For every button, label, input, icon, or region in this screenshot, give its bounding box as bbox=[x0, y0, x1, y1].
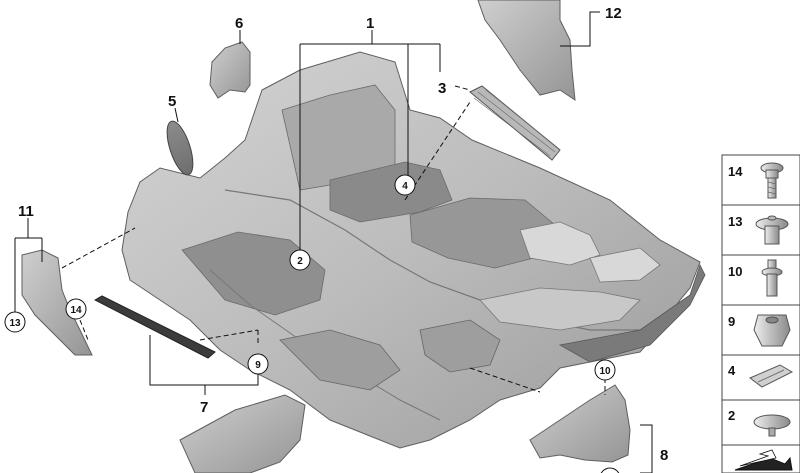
callout-8: 8 bbox=[660, 447, 668, 464]
circled-callout-13: 13 bbox=[4, 311, 26, 333]
floor-panel bbox=[179, 394, 306, 473]
svg-text:13: 13 bbox=[9, 318, 21, 329]
screw-icon bbox=[760, 162, 784, 199]
arrow-icon bbox=[734, 449, 793, 471]
svg-text:2: 2 bbox=[728, 408, 735, 423]
legend-cell-10: 10 bbox=[721, 254, 800, 306]
legend-cell-2: 2 bbox=[721, 399, 800, 446]
callout-labels: 1 3 5 6 7 8 11 12 bbox=[18, 5, 668, 464]
legend-cell-bottom bbox=[721, 444, 800, 473]
callout-1: 1 bbox=[366, 15, 374, 32]
svg-text:9: 9 bbox=[255, 360, 261, 371]
leader-lines bbox=[14, 11, 653, 473]
legend-cell-4: 4 bbox=[721, 354, 800, 401]
floor-carpet bbox=[121, 51, 706, 449]
partial-circled-callout bbox=[600, 467, 620, 473]
svg-text:14: 14 bbox=[70, 305, 82, 316]
footwell-trim bbox=[529, 384, 631, 463]
callout-7: 7 bbox=[200, 399, 208, 416]
legend-cell-9: 9 bbox=[721, 304, 800, 356]
sill-strip bbox=[93, 295, 216, 359]
svg-text:10: 10 bbox=[728, 264, 742, 279]
legend-cell-14: 14 bbox=[721, 154, 800, 206]
callout-12: 12 bbox=[605, 5, 622, 22]
pillar-trim bbox=[477, 0, 576, 102]
svg-text:14: 14 bbox=[728, 164, 743, 179]
round-plug-icon bbox=[753, 414, 791, 437]
circled-callout-14: 14 bbox=[65, 298, 87, 320]
svg-text:10: 10 bbox=[599, 366, 611, 377]
callout-6: 6 bbox=[235, 15, 243, 32]
callout-3: 3 bbox=[438, 80, 446, 97]
plastic-clip-icon bbox=[749, 364, 794, 388]
svg-text:13: 13 bbox=[728, 214, 742, 229]
svg-text:9: 9 bbox=[728, 314, 735, 329]
svg-text:4: 4 bbox=[402, 181, 408, 192]
callout-5: 5 bbox=[168, 93, 176, 110]
clip-nut-icon bbox=[753, 314, 791, 347]
circled-callout-4: 4 bbox=[394, 174, 416, 196]
circled-callout-10: 10 bbox=[594, 359, 616, 381]
expanding-rivet-icon bbox=[755, 215, 789, 245]
push-pin-icon bbox=[761, 259, 783, 297]
svg-text:4: 4 bbox=[728, 363, 736, 378]
side-trim bbox=[21, 249, 93, 356]
sound-insulation-pad bbox=[166, 120, 194, 176]
svg-text:2: 2 bbox=[297, 256, 303, 267]
circled-callout-2: 2 bbox=[289, 249, 311, 271]
circled-callouts: 2 4 9 10 13 14 bbox=[4, 174, 616, 381]
callout-11: 11 bbox=[18, 203, 34, 220]
legend-cell-13: 13 bbox=[721, 204, 800, 256]
parts-legend: 14 13 10 bbox=[721, 154, 800, 473]
circled-callout-9: 9 bbox=[247, 353, 269, 375]
cover-part bbox=[209, 41, 251, 99]
net-pocket bbox=[469, 85, 561, 161]
